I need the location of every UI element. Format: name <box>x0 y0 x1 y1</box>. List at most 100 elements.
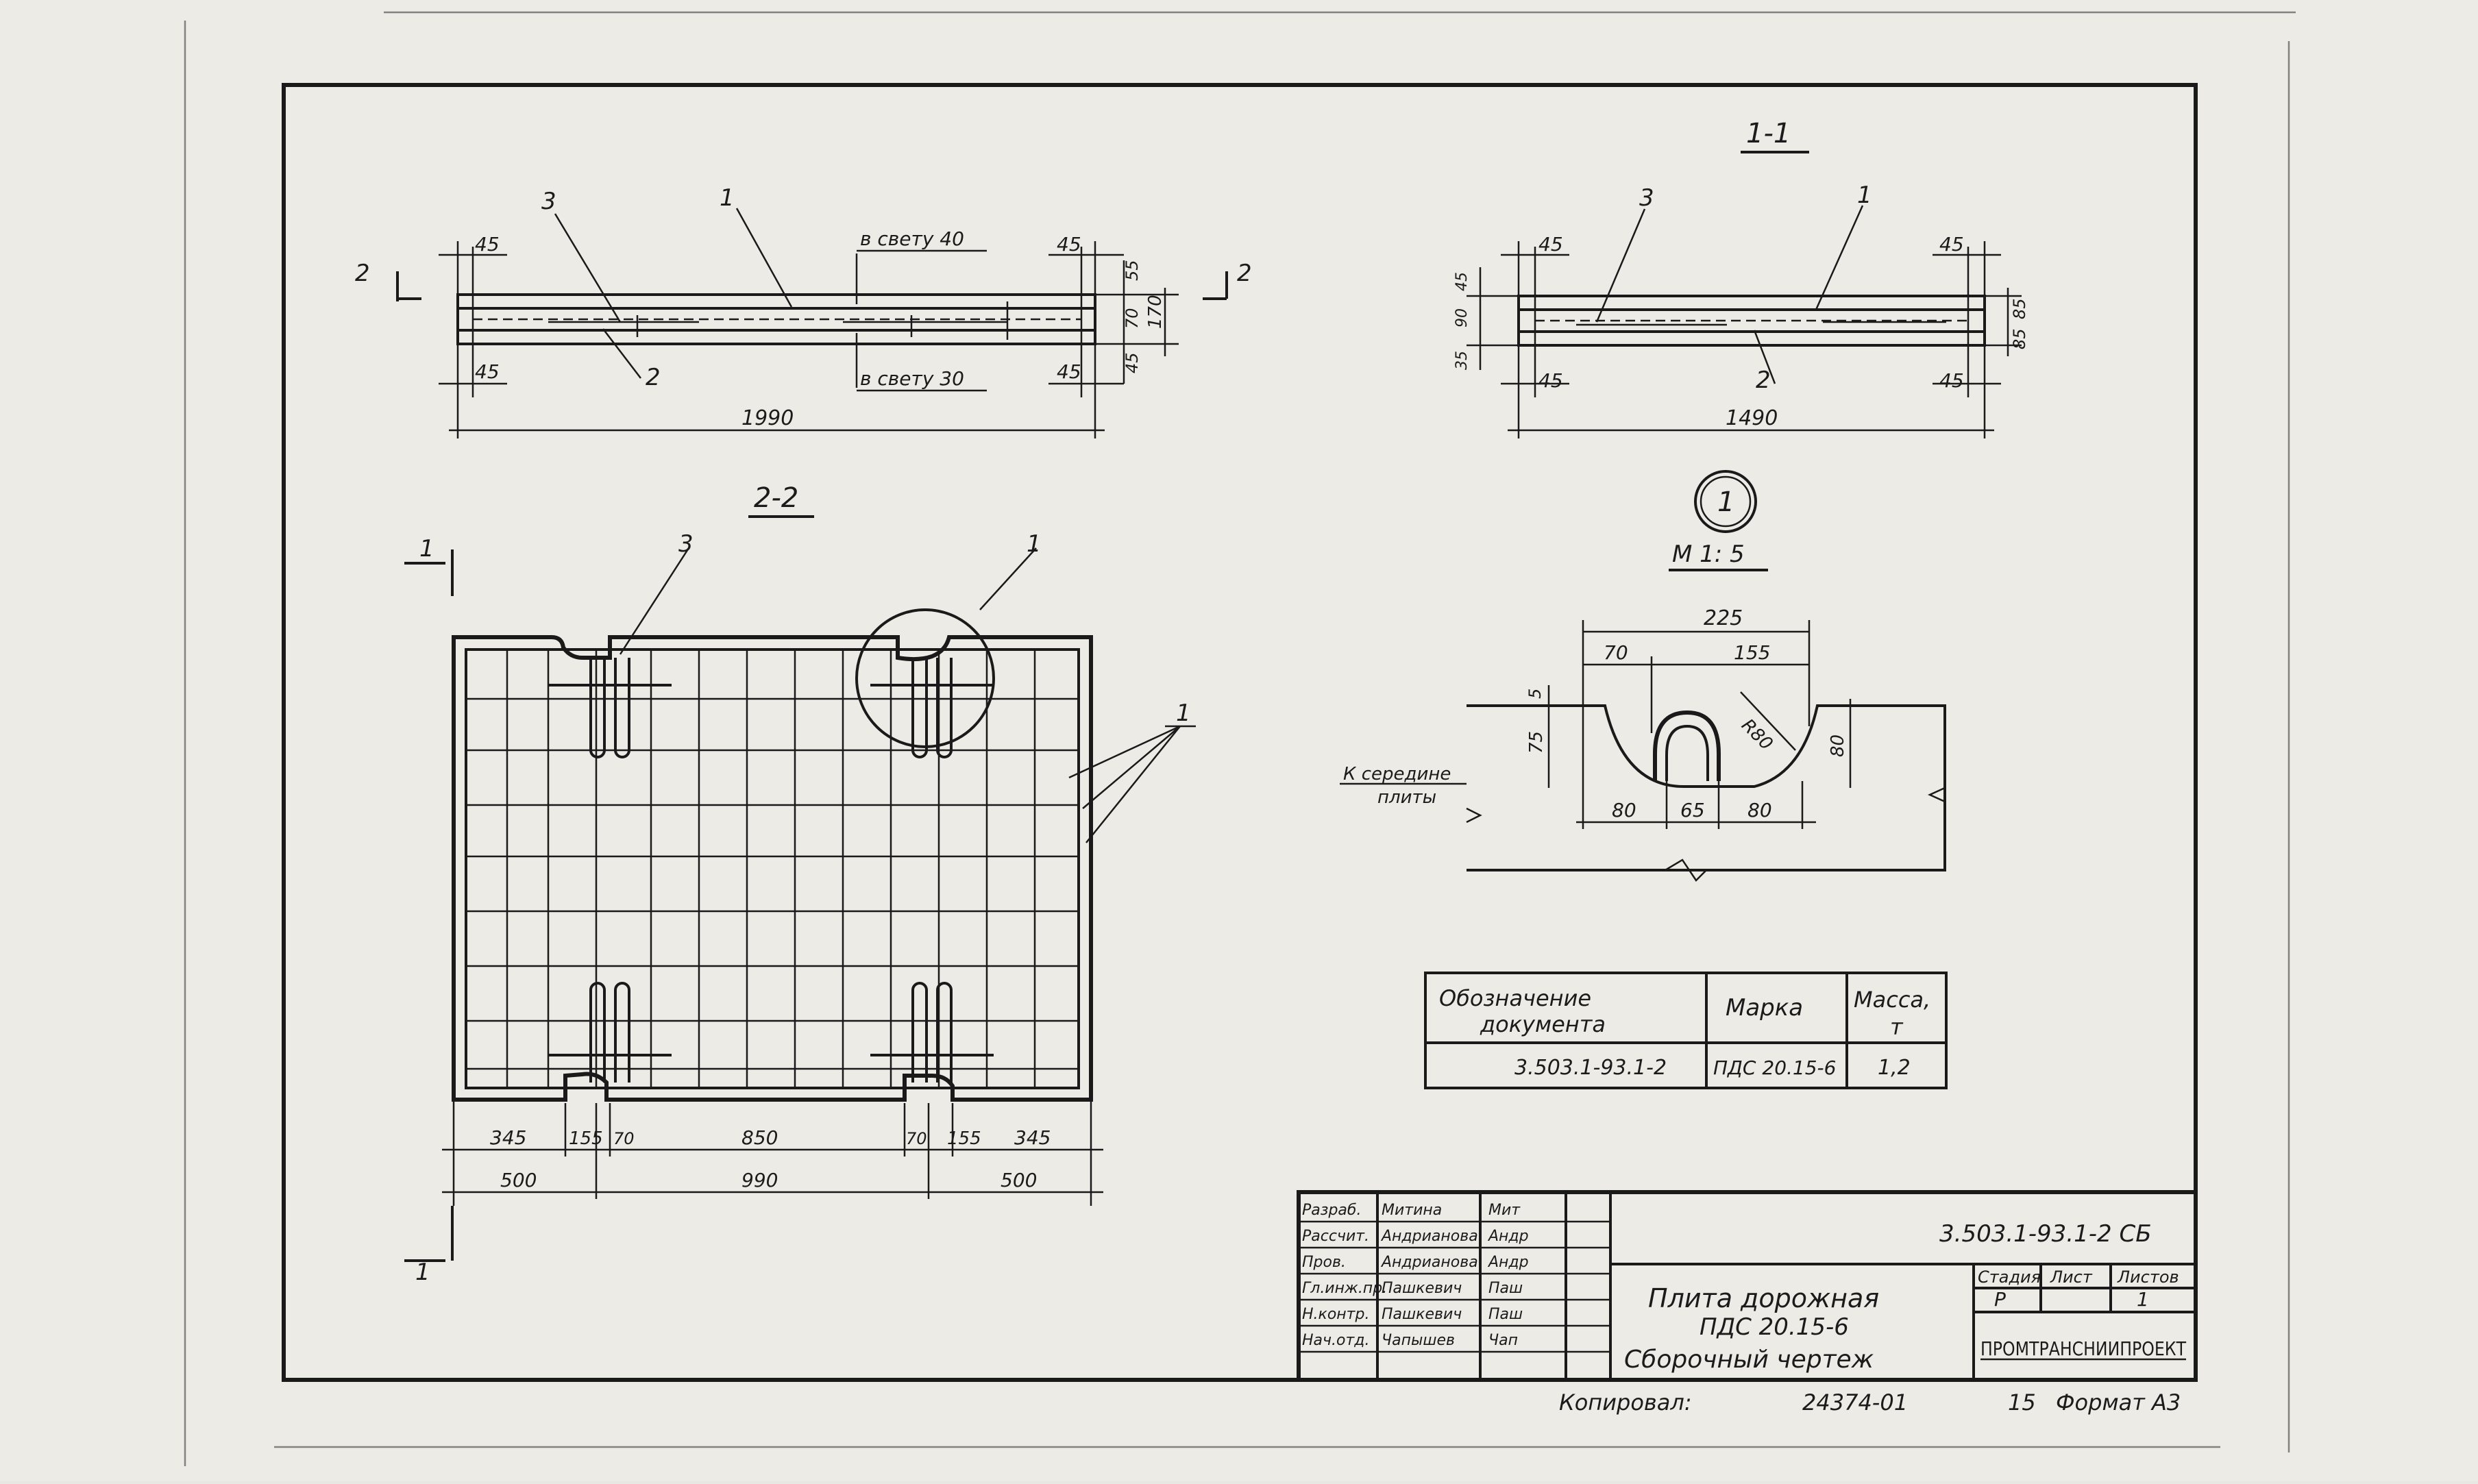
section-1-1-dim-left-1: 45 <box>1453 272 1471 291</box>
section-2-2: 2-2 3 1 1 1 1 <box>404 482 1196 1286</box>
elevation-dim-bottom-right: 45 <box>1057 360 1081 383</box>
plan-dim-3: 70 <box>613 1129 635 1148</box>
title-signature: Мит <box>1488 1202 1521 1219</box>
title-stage-header: Стадия <box>1978 1267 2041 1287</box>
plan-dim-6: 155 <box>947 1128 981 1149</box>
title-role: Разраб. <box>1302 1202 1361 1219</box>
lifting-loop <box>936 658 953 758</box>
title-signature: Андр <box>1487 1228 1529 1245</box>
title-name: Пашкевич <box>1382 1280 1462 1297</box>
title-name: Чапышев <box>1382 1332 1455 1349</box>
elevation-dim-total: 1990 <box>741 406 794 430</box>
elevation-dim-bottom-left: 45 <box>475 360 500 383</box>
title-signature: Паш <box>1488 1280 1523 1297</box>
detail-note-line-2: плиты <box>1377 787 1436 808</box>
cut-mark-left: 2 <box>355 260 370 287</box>
title-role: Нач.отд. <box>1302 1332 1370 1349</box>
lifting-loop <box>614 658 630 758</box>
elevation-leader-3: 3 <box>541 188 556 215</box>
lifting-loop <box>614 982 630 1083</box>
footer-order: 24374-01 <box>1802 1389 1908 1415</box>
lifting-loop <box>911 982 928 1083</box>
elevation-clear-top: в свету 40 <box>860 227 964 250</box>
section-1-1-leader-1: 1 <box>1857 182 1872 209</box>
section-2-2-title: 2-2 <box>754 482 798 514</box>
detail-scale: М 1: 5 <box>1672 541 1745 568</box>
lifting-loop <box>589 982 606 1083</box>
detail-dim-b: 155 <box>1734 641 1770 664</box>
lifting-loop <box>911 658 928 758</box>
detail-dim-bottom-2: 65 <box>1680 799 1705 821</box>
title-name: Пашкевич <box>1382 1306 1462 1323</box>
title-role: Н.контр. <box>1302 1306 1369 1323</box>
sheet-frame <box>282 83 2198 1382</box>
title-line-3: Сборочный чертеж <box>1624 1346 1874 1374</box>
detail-dim-bottom-1: 80 <box>1612 799 1636 821</box>
detail-callout-circle <box>855 608 995 748</box>
spec-header-mark: Марка <box>1726 994 1803 1022</box>
title-block: 3.503.1-93.1-2 СБ Плита дорожная ПДС 20.… <box>1297 1190 2198 1382</box>
title-name: Андрианова <box>1380 1228 1478 1245</box>
detail-dim-right: 80 <box>1828 734 1848 757</box>
detail-note-line-1: К середине <box>1343 764 1451 784</box>
section-2-2-leader-1-side: 1 <box>1176 700 1191 727</box>
title-doc-code: 3.503.1-93.1-2 СБ <box>1939 1220 2152 1248</box>
plan-dim-9: 990 <box>741 1169 778 1191</box>
footer-page: 15 <box>2008 1389 2036 1415</box>
elevation-view: 3 1 2 в свету 40 в свету 30 45 45 45 45 … <box>355 184 1252 438</box>
title-signature: Чап <box>1488 1332 1518 1349</box>
section-1-1-leader-2: 2 <box>1756 367 1771 394</box>
section-1-1-leader-3: 3 <box>1639 184 1654 212</box>
reinforcement-mesh <box>466 650 1079 1088</box>
title-name: Митина <box>1382 1202 1442 1219</box>
spec-cell-mass: 1,2 <box>1878 1056 1911 1080</box>
plan-dim-1: 345 <box>490 1126 526 1149</box>
spec-cell-designation: 3.503.1-93.1-2 <box>1514 1056 1667 1080</box>
section-1-1-dim-bottom-right: 45 <box>1939 369 1964 392</box>
section-1-1-dim-left-3: 35 <box>1453 351 1471 370</box>
detail-dim-bottom-3: 80 <box>1747 799 1772 821</box>
title-role: Рассчит. <box>1302 1228 1369 1245</box>
section-1-1-title: 1-1 <box>1746 118 1791 149</box>
plan-dim-4: 850 <box>741 1126 778 1149</box>
plan-dim-2: 155 <box>569 1128 603 1149</box>
lifting-loops <box>548 658 994 1083</box>
spec-header-mass: Масса,т <box>1854 987 1930 1040</box>
detail-dim-left: 75 <box>1526 731 1547 754</box>
detail-dim-radius: R80 <box>1737 715 1776 754</box>
detail-1: 1 М 1: 5 225 70 155 R80 5 75 80 80 65 80 <box>1340 470 1946 882</box>
plan-dim-10: 500 <box>1001 1169 1037 1191</box>
section-1-1-dim-bottom-left: 45 <box>1538 369 1563 392</box>
section-1-1-dim-right-1: 85 <box>2010 298 2029 319</box>
footer-format: Формат А3 <box>2056 1389 2181 1415</box>
section-1-1-dim-left-2: 90 <box>1453 308 1471 327</box>
footer-copied-label: Копировал: <box>1559 1389 1692 1415</box>
title-organization: ПРОМТРАНСНИИПРОЕКТ <box>1980 1337 2187 1360</box>
elevation-leader-2: 2 <box>646 364 661 391</box>
section-1-1-dim-total: 1490 <box>1726 406 1778 430</box>
detail-dim-left-small: 5 <box>1525 689 1545 699</box>
section-1-1-dim-top-right: 45 <box>1939 233 1964 256</box>
title-sheets-header: Листов <box>2117 1267 2179 1287</box>
section-1-1-dim-top-left: 45 <box>1538 233 1563 256</box>
title-role: Пров. <box>1302 1254 1346 1271</box>
lifting-loop <box>936 982 953 1083</box>
section-2-2-leader-3: 3 <box>678 530 694 558</box>
detail-callout-number: 1 <box>1717 486 1734 518</box>
elevation-dim-top-left: 45 <box>475 233 500 256</box>
elevation-dim-height: 170 <box>1145 295 1166 329</box>
elevation-dim-right-3: 45 <box>1123 352 1142 373</box>
elevation-dim-right-2: 70 <box>1123 308 1142 329</box>
cut-mark-top-1: 1 <box>419 535 434 562</box>
title-line-1: Плита дорожная <box>1648 1283 1879 1313</box>
title-role: Гл.инж.пр. <box>1302 1280 1387 1297</box>
elevation-clear-bottom: в свету 30 <box>860 367 964 390</box>
title-sheets-value: 1 <box>2137 1288 2149 1311</box>
lifting-loop <box>589 658 606 758</box>
plan-dim-7: 345 <box>1014 1126 1051 1149</box>
elevation-dim-right-1: 55 <box>1123 260 1142 281</box>
